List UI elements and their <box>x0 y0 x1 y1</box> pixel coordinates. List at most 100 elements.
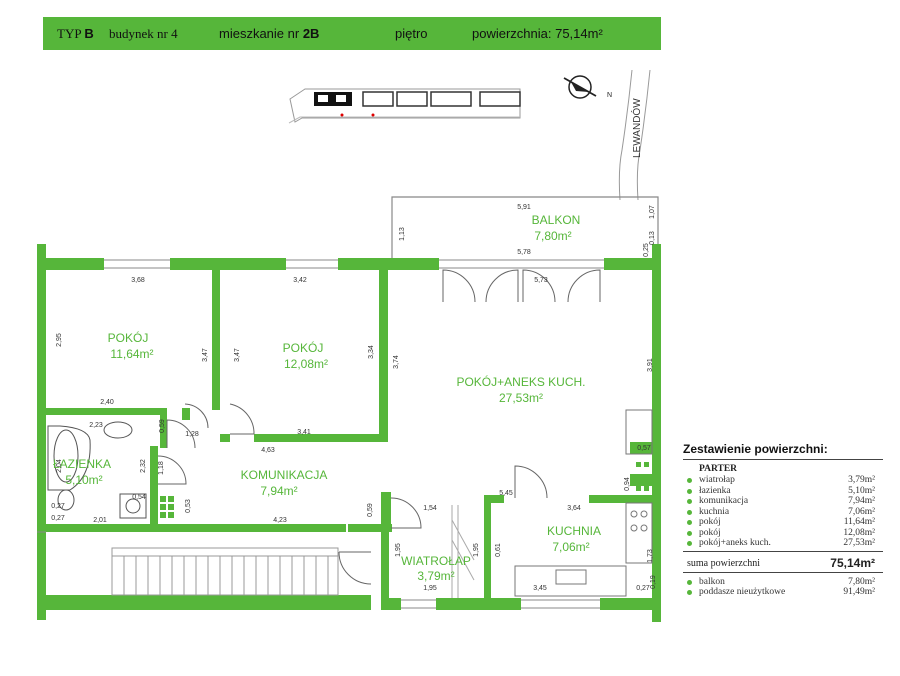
wiatrolap-area: 3,79m² <box>417 569 454 583</box>
summary-divider <box>683 571 883 573</box>
dim-label: 5,78 <box>517 249 531 256</box>
dim-label: 0,25 <box>643 243 650 257</box>
walls <box>37 244 661 622</box>
dim-label: 0,27 <box>636 585 650 592</box>
compass-icon <box>563 75 597 99</box>
dim-label: 1,54 <box>423 505 437 512</box>
dim-label: 0,54 <box>132 494 146 501</box>
dim-label: 5,45 <box>499 490 513 497</box>
bullet-icon <box>687 590 692 595</box>
total-area: powierzchnia: 75,14m² <box>472 26 603 41</box>
vestibule-partition <box>451 505 475 598</box>
dim-label: 0,61 <box>495 543 502 557</box>
bullet-icon <box>687 499 692 504</box>
dim-label: 3,42 <box>293 277 307 284</box>
dim-label: 3,41 <box>297 429 311 436</box>
balkon-area: 7,80m² <box>534 229 571 243</box>
balcony-outline <box>391 196 659 258</box>
header-bar: TYP B budynek nr 4 mieszkanie nr 2B pięt… <box>43 17 661 50</box>
summary-divider <box>683 459 883 460</box>
windows <box>37 259 604 609</box>
summary-row: pokój+aneks kuch.27,53m² <box>683 538 883 549</box>
dim-label: 1,95 <box>395 543 402 557</box>
dim-label: 4,23 <box>273 517 287 524</box>
dim-label: 3,74 <box>393 355 400 369</box>
dim-label: 0,27 <box>51 515 65 522</box>
stairs <box>111 547 339 596</box>
bullet-icon <box>687 579 692 585</box>
type-label: TYP B <box>57 25 94 41</box>
dim-label: 0,94 <box>624 477 631 491</box>
pokoj2-name: POKÓJ <box>283 340 324 355</box>
summary-group-label: PARTER <box>699 464 738 474</box>
dim-label: 2,04 <box>56 459 63 473</box>
lazienka-name: ŁAZIENKA <box>53 457 111 471</box>
dim-label: 3,64 <box>567 505 581 512</box>
dim-label: 0,57 <box>637 445 651 452</box>
dim-label: 3,45 <box>533 585 547 592</box>
kuchnia-area: 7,06m² <box>552 540 589 554</box>
bullet-icon <box>687 520 692 525</box>
building-number: budynek nr 4 <box>109 25 178 41</box>
area-summary: Zestawienie powierzchni: PARTER wiatroła… <box>683 442 883 598</box>
dim-label: 3,47 <box>202 348 209 362</box>
dim-label: 0,27 <box>51 503 65 510</box>
dim-label: 2,95 <box>56 333 63 347</box>
dim-label: 0,59 <box>367 503 374 517</box>
bullet-icon <box>687 530 692 536</box>
wiatrolap-name: WIATROŁAP <box>401 554 471 568</box>
bullet-icon <box>687 488 692 494</box>
dim-label: 0,53 <box>185 499 192 513</box>
street-label: LEWANDÓW <box>630 98 643 158</box>
dim-label: 1,07 <box>649 205 656 219</box>
dim-label: 2,01 <box>93 517 107 524</box>
apartment-number: mieszkanie nr 2B <box>219 26 320 41</box>
dim-label: 0,59 <box>159 419 166 433</box>
dim-label: 1,95 <box>423 585 437 592</box>
komunikacja-name: KOMUNIKACJA <box>241 468 328 482</box>
site-plan <box>288 69 651 201</box>
bathroom-markers <box>160 462 649 518</box>
dim-label: 3,91 <box>647 358 654 372</box>
balkon-name: BALKON <box>532 213 581 227</box>
dim-label: 3,47 <box>234 348 241 362</box>
dim-label: 4,63 <box>261 447 275 454</box>
dim-label: 3,68 <box>131 277 145 284</box>
compass-label: N <box>607 92 612 99</box>
summary-divider <box>683 550 883 552</box>
summary-title: Zestawienie powierzchni: <box>683 442 828 456</box>
bathroom-fixtures <box>47 421 147 519</box>
pokoj2-area: 12,08m² <box>284 357 328 371</box>
dim-label: 0,13 <box>649 231 656 245</box>
dim-label: 1,95 <box>473 543 480 557</box>
dim-label: 5,73 <box>534 277 548 284</box>
dim-label: 3,34 <box>368 345 375 359</box>
salon-name: POKÓJ+ANEKS KUCH. <box>456 374 585 389</box>
dim-label: 1,28 <box>185 431 199 438</box>
dim-label: 0,19 <box>650 575 657 589</box>
dim-label: 1,18 <box>158 461 165 475</box>
komunikacja-area: 7,94m² <box>260 484 297 498</box>
bullet-icon <box>687 478 692 483</box>
pokoj1-area: 11,64m² <box>110 347 153 361</box>
dim-label: 2,32 <box>140 459 147 473</box>
dim-label: 1,13 <box>399 227 406 241</box>
dim-label: 1,73 <box>647 549 654 563</box>
bullet-icon <box>687 509 692 515</box>
pokoj1-name: POKÓJ <box>108 330 149 345</box>
dim-label: 5,91 <box>517 204 531 211</box>
salon-area: 27,53m² <box>499 391 543 405</box>
dim-label: 2,40 <box>100 399 114 406</box>
doors <box>157 269 601 585</box>
kuchnia-name: KUCHNIA <box>547 524 601 538</box>
